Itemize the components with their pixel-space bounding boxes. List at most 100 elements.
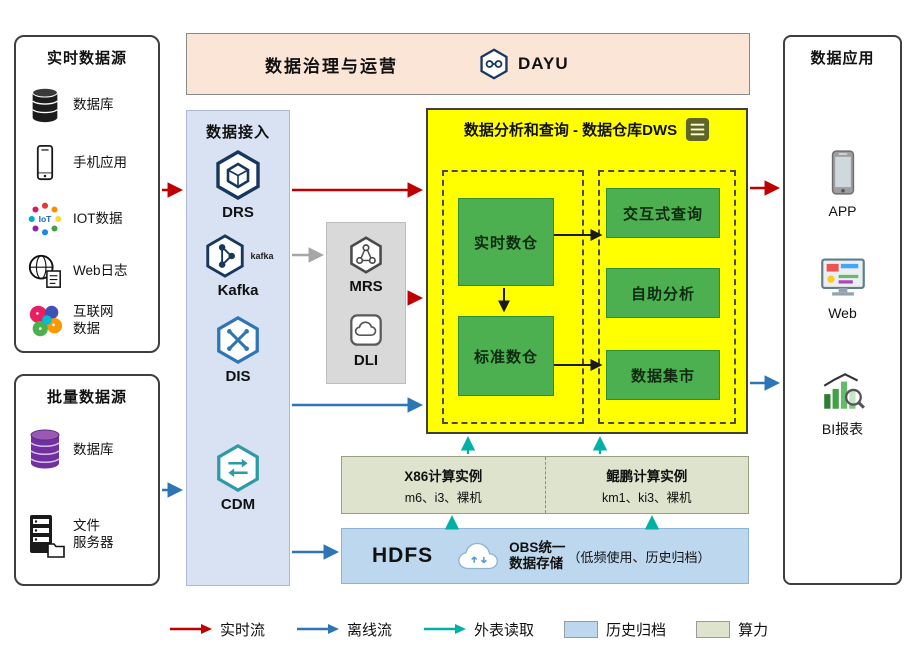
source-label: 数据库	[73, 96, 114, 112]
dws-icon	[686, 117, 710, 142]
service-kafka: kafka Kafka	[187, 233, 289, 299]
svg-text:IoT: IoT	[39, 214, 53, 224]
legend-item-compute-power: 算力	[696, 619, 768, 640]
kunpeng-specs: km1、ki3、裸机	[601, 490, 692, 505]
service-label: DRS	[222, 204, 254, 221]
module-standard-warehouse: 标准数仓	[458, 316, 554, 396]
legend-label: 实时流	[220, 621, 266, 639]
history-archive-swatch	[564, 620, 599, 638]
source-label: 互联网 数据	[73, 304, 114, 336]
app-item-app: APP	[785, 149, 900, 219]
governance-banner: 数据治理与运营 DAYU	[186, 33, 750, 95]
file-server-icon	[24, 513, 66, 558]
source-database: 数据库	[24, 81, 156, 129]
dws-header: 数据分析和查询 - 数据仓库DWS	[428, 110, 746, 142]
web-log-icon	[24, 249, 66, 293]
dis-icon	[217, 315, 259, 365]
legend-item-realtime: 实时流	[168, 619, 265, 640]
legend: 实时流 离线流 外表读取 历史归档 算力	[168, 614, 768, 644]
dayu-label: DAYU	[518, 54, 569, 73]
legend-label: 外表读取	[474, 621, 535, 639]
source-mobile-app: 手机应用	[24, 139, 156, 187]
source-web-logs: Web日志	[24, 247, 156, 295]
batch-sources-title: 批量数据源	[46, 389, 127, 406]
hdfs-label: HDFS	[372, 544, 434, 567]
service-label: DLI	[353, 352, 379, 369]
app-label: APP	[828, 203, 857, 219]
source-label: 文件 服务器	[73, 518, 114, 550]
x86-title: X86计算实例	[404, 468, 483, 484]
service-label: MRS	[349, 278, 383, 295]
source-label: 手机应用	[73, 154, 127, 170]
dws-title: 数据分析和查询 - 数据仓库DWS	[463, 122, 678, 139]
source-label: Web日志	[73, 262, 128, 278]
module-interactive-query: 交互式查询	[606, 188, 720, 238]
app-label: BI报表	[821, 421, 864, 437]
obs-note: （低频使用、历史归档）	[567, 549, 711, 565]
cdm-icon	[217, 443, 259, 493]
dayu-logo: DAYU	[478, 48, 569, 80]
dws-panel: 数据分析和查询 - 数据仓库DWS 实时数仓 标准数仓 交互式查询 自助分析 数…	[426, 108, 748, 434]
x86-specs: m6、i3、裸机	[404, 490, 482, 505]
x86-compute-cell: X86计算实例 m6、i3、裸机	[342, 457, 546, 513]
blue-arrow-swatch	[297, 624, 340, 634]
web-monitor-icon	[820, 258, 865, 296]
module-realtime-warehouse: 实时数仓	[458, 198, 554, 286]
app-phone-icon	[831, 150, 854, 195]
iot-icon: IoT	[24, 197, 66, 241]
kafka-wordmark: kafka	[250, 251, 274, 261]
app-label: Web	[828, 305, 857, 321]
dws-warehouse-zone	[442, 170, 584, 424]
app-item-bi: BI报表	[785, 369, 900, 439]
internet-data-icon	[24, 299, 66, 343]
service-label: Kafka	[217, 282, 259, 299]
applications-panel: 数据应用 APP Web BI报表	[783, 35, 902, 585]
legend-item-history-archive: 历史归档	[564, 619, 666, 640]
processing-panel: MRS DLI	[326, 222, 406, 384]
dli-icon	[350, 314, 382, 346]
bi-report-icon	[823, 373, 865, 409]
batch-file-server: 文件 服务器	[24, 504, 156, 566]
applications-title: 数据应用	[810, 50, 875, 67]
compute-strip: X86计算实例 m6、i3、裸机 鲲鹏计算实例 km1、ki3、裸机	[341, 456, 749, 514]
legend-item-external-read: 外表读取	[422, 619, 534, 640]
service-mrs: MRS	[327, 235, 405, 295]
source-label: IOT数据	[73, 210, 123, 226]
mrs-icon	[350, 236, 382, 274]
batch-database: 数据库	[24, 422, 156, 478]
kunpeng-title: 鲲鹏计算实例	[606, 468, 688, 484]
dayu-icon	[480, 48, 508, 80]
ingestion-title: 数据接入	[205, 124, 270, 141]
realtime-sources-title: 实时数据源	[46, 50, 127, 67]
app-item-web: Web	[785, 255, 900, 321]
teal-arrow-swatch	[424, 624, 467, 634]
source-iot-data: IoT IOT数据	[24, 195, 156, 243]
governance-title: 数据治理与运营	[265, 56, 398, 76]
compute-power-swatch	[696, 620, 731, 638]
legend-item-offline: 离线流	[295, 619, 392, 640]
service-label: CDM	[220, 496, 256, 513]
service-dis: DIS	[187, 315, 289, 385]
dws-service-zone	[598, 170, 736, 424]
legend-label: 算力	[738, 621, 769, 639]
obs-title: OBS统一 数据存储	[509, 539, 566, 571]
drs-icon	[216, 150, 260, 200]
module-data-mart: 数据集市	[606, 350, 720, 400]
ingestion-panel: 数据接入 DRS kafka Kafka DIS CDM	[186, 110, 290, 586]
service-drs: DRS	[187, 149, 289, 221]
obs-cloud-icon	[458, 542, 499, 570]
service-label: DIS	[225, 368, 251, 385]
phone-icon	[24, 141, 66, 185]
legend-label: 离线流	[347, 621, 393, 639]
legend-label: 历史归档	[606, 621, 667, 639]
module-self-service-analysis: 自助分析	[606, 268, 720, 318]
batch-sources-panel: 批量数据源 数据库 文件 服务器	[14, 374, 160, 586]
source-label: 数据库	[73, 441, 114, 457]
red-arrow-swatch	[170, 624, 212, 634]
service-cdm: CDM	[187, 443, 289, 513]
realtime-sources-panel: 实时数据源 数据库 手机应用 IoT IOT数据 Web日志	[14, 35, 160, 353]
purple-database-icon	[24, 428, 66, 472]
kafka-icon	[206, 234, 245, 278]
service-dli: DLI	[327, 311, 405, 369]
